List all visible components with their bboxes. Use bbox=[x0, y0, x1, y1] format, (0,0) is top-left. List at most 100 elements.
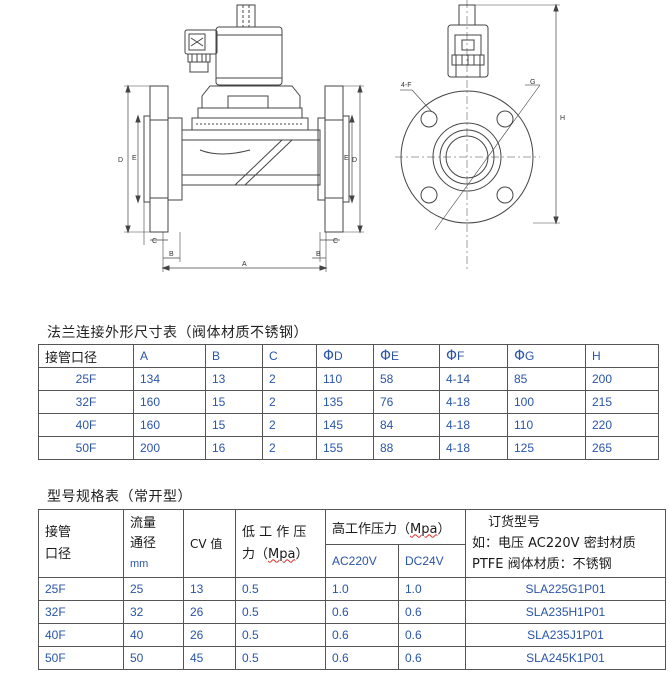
dim-label-b-left: B bbox=[169, 251, 174, 258]
header-size-line1: 接管 bbox=[45, 524, 72, 540]
cell-b: 13 bbox=[205, 367, 263, 391]
dim-label-f: 4-F bbox=[401, 82, 412, 89]
model-table-header-row1: 接管 口径 流量 通径 mm CV 值 低 工 作 压 力（Mpa） 高工作压力… bbox=[38, 509, 666, 578]
cell-h: 220 bbox=[585, 413, 659, 437]
table-row: 40F 40 26 0.5 0.6 0.6 SLA235J1P01 bbox=[38, 623, 666, 647]
dim-label-c-left: C bbox=[152, 238, 157, 245]
cell-ac: 1.0 bbox=[325, 577, 399, 601]
cell-b: 15 bbox=[205, 390, 263, 414]
table-row: 32F 160 15 2 135 76 4-18 100 215 bbox=[38, 390, 659, 414]
dim-label-h: H bbox=[560, 115, 565, 122]
cell-d: 110 bbox=[316, 367, 374, 391]
header-low-line2: 力（Mpa） bbox=[242, 546, 309, 562]
cell-size: 40F bbox=[38, 623, 124, 647]
cell-size: 40F bbox=[38, 413, 134, 437]
cell-flow: 50 bbox=[123, 646, 184, 670]
cell-low: 0.5 bbox=[235, 600, 326, 624]
dim-label-a: A bbox=[242, 261, 247, 268]
cell-c: 2 bbox=[262, 390, 317, 414]
cell-a: 200 bbox=[133, 436, 206, 460]
cell-size: 32F bbox=[38, 390, 134, 414]
cell-size: 32F bbox=[38, 600, 124, 624]
cell-flow: 40 bbox=[123, 623, 184, 647]
header-size-line2: 口径 bbox=[45, 546, 72, 562]
dim-label-b-right: B bbox=[316, 251, 321, 258]
dim-label-e-right: E bbox=[344, 155, 349, 162]
cell-d: 145 bbox=[316, 413, 374, 437]
dim-label-d-right: D bbox=[352, 157, 357, 164]
cell-low: 0.5 bbox=[235, 577, 326, 601]
header-low-line1: 低 工 作 压 bbox=[242, 524, 307, 540]
cell-size: 50F bbox=[38, 646, 124, 670]
header-f: ΦF bbox=[439, 344, 508, 368]
cell-a: 160 bbox=[133, 390, 206, 414]
cell-model: SLA235J1P01 bbox=[465, 623, 666, 647]
header-order-line1: 订货型号 bbox=[488, 515, 541, 530]
cell-size: 50F bbox=[38, 436, 134, 460]
cell-model: SLA245K1P01 bbox=[465, 646, 666, 670]
cell-h: 265 bbox=[585, 436, 659, 460]
cell-size: 25F bbox=[38, 577, 124, 601]
valve-side-view bbox=[124, 4, 364, 272]
model-table-caption: 型号规格表（常开型） bbox=[47, 489, 192, 505]
cell-low: 0.5 bbox=[235, 646, 326, 670]
cell-h: 200 bbox=[585, 367, 659, 391]
header-order-model: 订货型号 如：电压 AC220V 密封材质 PTFE 阀体材质：不锈钢 bbox=[465, 509, 666, 578]
table-row: 40F 160 15 2 145 84 4-18 110 220 bbox=[38, 413, 659, 437]
dim-label-c-right: C bbox=[333, 238, 338, 245]
valve-technical-drawing: D E C B A B C D E 4-F G H bbox=[118, 0, 565, 272]
cell-g: 110 bbox=[507, 413, 586, 437]
cell-c: 2 bbox=[262, 413, 317, 437]
header-g: ΦG bbox=[507, 344, 586, 368]
cell-size: 25F bbox=[38, 367, 134, 391]
dimension-table-header: 接管口径 A B C ΦD ΦE ΦF ΦG H bbox=[38, 344, 659, 368]
header-b: B bbox=[205, 344, 263, 368]
dim-label-d-left: D bbox=[118, 157, 123, 164]
header-c: C bbox=[262, 344, 317, 368]
valve-front-view bbox=[395, 0, 560, 270]
cell-d: 135 bbox=[316, 390, 374, 414]
cell-f: 4-18 bbox=[439, 436, 508, 460]
cell-e: 76 bbox=[373, 390, 440, 414]
header-flow-line2: 通径 bbox=[130, 535, 157, 551]
cell-b: 15 bbox=[205, 413, 263, 437]
header-ac220v: AC220V bbox=[325, 544, 399, 578]
cell-model: SLA225G1P01 bbox=[465, 577, 666, 601]
header-d: ΦD bbox=[316, 344, 374, 368]
cell-g: 100 bbox=[507, 390, 586, 414]
dimension-table: 接管口径 A B C ΦD ΦE ΦF ΦG H 25F 134 13 2 11… bbox=[38, 344, 659, 460]
model-spec-table: 接管 口径 流量 通径 mm CV 值 低 工 作 压 力（Mpa） 高工作压力… bbox=[38, 509, 666, 670]
cell-g: 125 bbox=[507, 436, 586, 460]
header-flow-line1: 流量 bbox=[130, 515, 157, 531]
cell-cv: 45 bbox=[183, 646, 236, 670]
cell-cv: 26 bbox=[183, 623, 236, 647]
table-row: 32F 32 26 0.5 0.6 0.6 SLA235H1P01 bbox=[38, 600, 666, 624]
cell-dc: 0.6 bbox=[398, 600, 466, 624]
cell-dc: 0.6 bbox=[398, 623, 466, 647]
cell-ac: 0.6 bbox=[325, 646, 399, 670]
header-dc24v: DC24V bbox=[398, 544, 466, 578]
header-high-pressure: 高工作压力（Mpa） bbox=[325, 509, 466, 545]
cell-ac: 0.6 bbox=[325, 600, 399, 624]
cell-c: 2 bbox=[262, 436, 317, 460]
cell-h: 215 bbox=[585, 390, 659, 414]
cell-b: 16 bbox=[205, 436, 263, 460]
model-table-header-row2: AC220V DC24V bbox=[39, 544, 666, 578]
cell-flow: 25 bbox=[123, 577, 184, 601]
cell-flow: 32 bbox=[123, 600, 184, 624]
header-low-pressure: 低 工 作 压 力（Mpa） bbox=[235, 509, 326, 578]
header-size: 接管 口径 bbox=[38, 509, 124, 578]
header-order-line3: PTFE 阀体材质：不锈钢 bbox=[472, 557, 612, 572]
dim-label-g: G bbox=[530, 79, 535, 86]
header-e: ΦE bbox=[373, 344, 440, 368]
phi-symbol: Φ bbox=[323, 348, 335, 364]
cell-d: 155 bbox=[316, 436, 374, 460]
header-h: H bbox=[585, 344, 659, 368]
table-row: 25F 134 13 2 110 58 4-14 85 200 bbox=[38, 367, 659, 391]
dim-label-e-left: E bbox=[132, 155, 137, 162]
cell-low: 0.5 bbox=[235, 623, 326, 647]
phi-symbol: Φ bbox=[380, 348, 392, 364]
dimension-table-caption: 法兰连接外形尺寸表（阀体材质不锈钢） bbox=[47, 325, 308, 341]
cell-f: 4-14 bbox=[439, 367, 508, 391]
cell-e: 58 bbox=[373, 367, 440, 391]
